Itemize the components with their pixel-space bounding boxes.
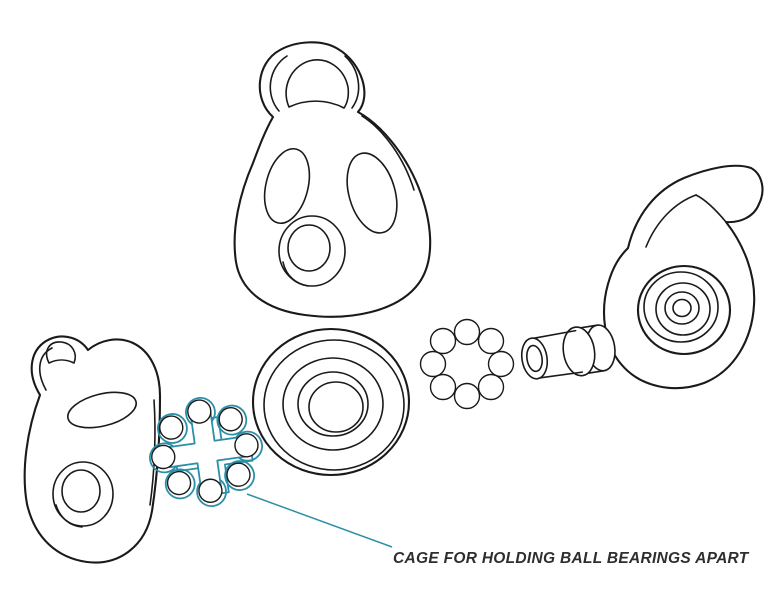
callout-label: CAGE FOR HOLDING BALL BEARINGS APART bbox=[393, 550, 750, 567]
top-plate-eye-inner-right bbox=[344, 55, 360, 109]
ball-bearing bbox=[487, 350, 515, 378]
ball-bearing bbox=[477, 373, 505, 401]
top-plate-edge-thickness bbox=[361, 115, 415, 191]
left-plate-bearing-seat-depth bbox=[55, 504, 83, 528]
right-side-plate bbox=[603, 164, 764, 390]
ball-bearings bbox=[419, 318, 515, 410]
left-plate-eye-hole bbox=[45, 341, 77, 364]
cage-pocket bbox=[224, 460, 256, 491]
bushing-bore bbox=[526, 344, 543, 373]
top-plate-eye-inner-left bbox=[269, 55, 288, 112]
ball-bearing bbox=[477, 327, 505, 355]
cage-ball-bearing bbox=[151, 444, 176, 470]
cage-ball-bearing bbox=[159, 415, 184, 440]
top-plate-cutout-right bbox=[346, 152, 398, 234]
callout-leader-line bbox=[246, 493, 393, 548]
cage-ball-bearing bbox=[198, 478, 223, 503]
bushing-small-body-top bbox=[530, 329, 577, 340]
cage-pocket bbox=[216, 404, 248, 436]
right-plate-curl-underside bbox=[695, 194, 727, 223]
top-side-plate bbox=[233, 41, 432, 318]
cage-ball-bearing bbox=[218, 407, 243, 432]
axle-bushing bbox=[520, 324, 616, 380]
ball-bearing bbox=[453, 318, 481, 346]
ball-bearing-cage bbox=[149, 396, 263, 508]
left-plate-bearing-seat-outer bbox=[52, 461, 114, 527]
ball-bearing bbox=[429, 327, 457, 355]
cage-ball-bearing bbox=[226, 462, 251, 487]
top-plate-eye-hole bbox=[285, 59, 350, 109]
cage-pocket bbox=[156, 413, 188, 444]
sheave bbox=[251, 327, 411, 477]
left-plate-top-inner-edge bbox=[39, 347, 53, 391]
left-side-plate bbox=[23, 335, 162, 564]
top-plate-cutout-left bbox=[263, 147, 311, 225]
cage-ball-bearing bbox=[187, 399, 212, 424]
left-plate-cutout bbox=[67, 391, 137, 429]
ball-bearing bbox=[429, 373, 457, 401]
bushing-flange bbox=[562, 326, 596, 377]
right-plate-race-ring-5 bbox=[672, 298, 692, 318]
cage-pocket bbox=[164, 468, 196, 500]
bushing-left-face bbox=[520, 337, 549, 380]
sheave-bore bbox=[308, 381, 364, 433]
cage-ball-bearing bbox=[234, 433, 259, 458]
left-plate-bearing-seat-inner bbox=[61, 469, 101, 513]
top-plate-bearing-seat-outer bbox=[278, 215, 346, 287]
right-plate-strap-inner bbox=[645, 194, 697, 248]
top-plate-bearing-seat-depth bbox=[282, 261, 309, 287]
ball-bearing bbox=[419, 350, 447, 378]
ball-bearing bbox=[453, 382, 481, 410]
left-plate-outline bbox=[23, 335, 162, 564]
top-plate-bearing-seat-inner bbox=[287, 224, 331, 272]
cage-ball-bearing bbox=[166, 470, 192, 496]
bushing-small-body-bottom bbox=[536, 371, 584, 379]
